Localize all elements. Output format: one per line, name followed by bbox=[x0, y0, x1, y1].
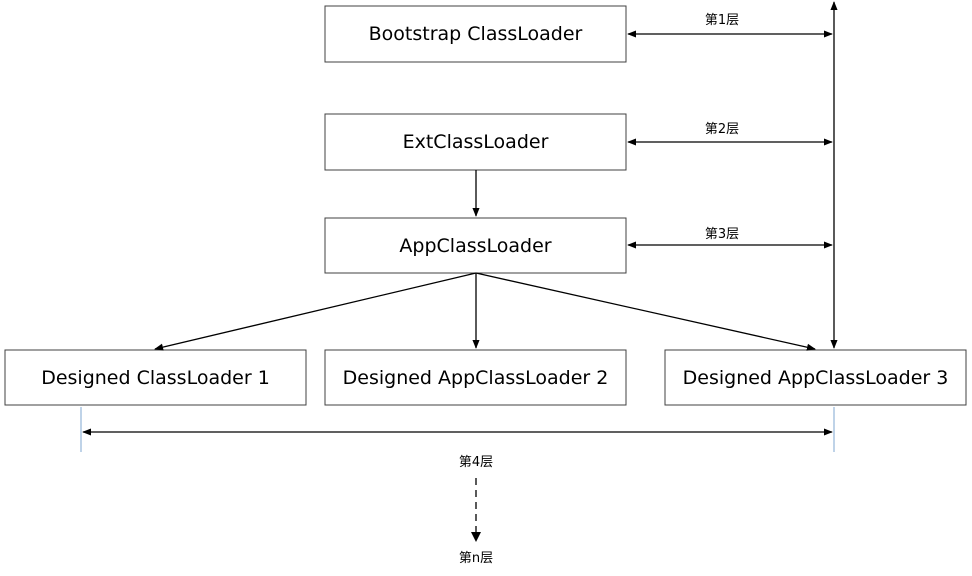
level-1-label: 第1层 bbox=[705, 13, 739, 28]
ext-classloader-label: ExtClassLoader bbox=[403, 131, 549, 153]
designed-appclassloader-2-label: Designed AppClassLoader 2 bbox=[343, 367, 609, 389]
designed-classloader-1-box: Designed ClassLoader 1 bbox=[4, 349, 307, 406]
level-3-label: 第3层 bbox=[705, 227, 739, 242]
level-4-label: 第4层 bbox=[459, 455, 493, 470]
app-classloader-label: AppClassLoader bbox=[399, 235, 551, 257]
designed-appclassloader-3-label: Designed AppClassLoader 3 bbox=[683, 367, 949, 389]
bootstrap-classloader-label: Bootstrap ClassLoader bbox=[369, 23, 583, 45]
designed-appclassloader-3-box: Designed AppClassLoader 3 bbox=[664, 349, 967, 406]
designed-classloader-1-label: Designed ClassLoader 1 bbox=[41, 367, 270, 389]
bootstrap-classloader-box: Bootstrap ClassLoader bbox=[324, 5, 627, 63]
app-to-custom3-arrow bbox=[475, 272, 816, 351]
designed-appclassloader-2-box: Designed AppClassLoader 2 bbox=[324, 349, 627, 406]
level-2-label: 第2层 bbox=[705, 122, 739, 137]
level-n-label: 第n层 bbox=[459, 551, 493, 566]
ext-classloader-box: ExtClassLoader bbox=[324, 113, 627, 171]
app-to-custom1-arrow bbox=[154, 272, 477, 351]
level-n-arrowhead bbox=[471, 532, 481, 542]
app-classloader-box: AppClassLoader bbox=[324, 217, 627, 274]
